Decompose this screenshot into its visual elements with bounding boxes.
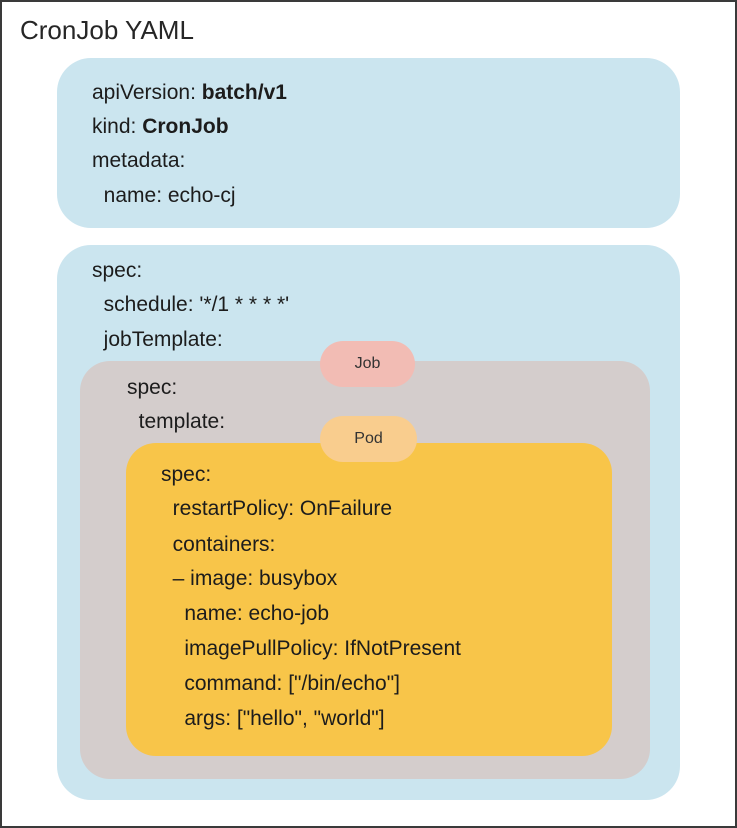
pod-spec-line: spec: [161, 463, 212, 486]
api-version-key: apiVersion: [92, 81, 202, 104]
command-line: command: ["/bin/echo"] [161, 672, 401, 695]
args-line: args: ["hello", "world"] [161, 707, 385, 730]
api-version-line: apiVersion: batch/v1 [92, 80, 287, 106]
restart-policy-line: restartPolicy: OnFailure [161, 497, 393, 520]
job-spec-line: spec: [127, 376, 178, 399]
job-template-line: jobTemplate: [92, 328, 223, 351]
kind-line: kind: CronJob [92, 114, 229, 140]
kind-key: kind: [92, 115, 143, 138]
diagram-title: CronJob YAML [20, 15, 194, 45]
image-pull-policy-line: imagePullPolicy: IfNotPresent [161, 637, 461, 660]
pod-badge: Pod [320, 416, 417, 462]
metadata-box [57, 58, 680, 228]
template-line: template: [127, 410, 226, 433]
containers-line: containers: [161, 533, 276, 556]
pod-box [126, 443, 612, 756]
schedule-line: schedule: '*/1 * * * *' [92, 293, 290, 316]
kind-value: CronJob [142, 115, 229, 138]
job-badge: Job [320, 341, 415, 387]
spec-line: spec: [92, 259, 143, 282]
name-line: name: echo-cj [92, 184, 236, 207]
container-name-line: name: echo-job [161, 602, 330, 625]
api-version-value: batch/v1 [201, 81, 287, 104]
image-line: – image: busybox [161, 567, 338, 590]
metadata-line: metadata: [92, 149, 186, 172]
